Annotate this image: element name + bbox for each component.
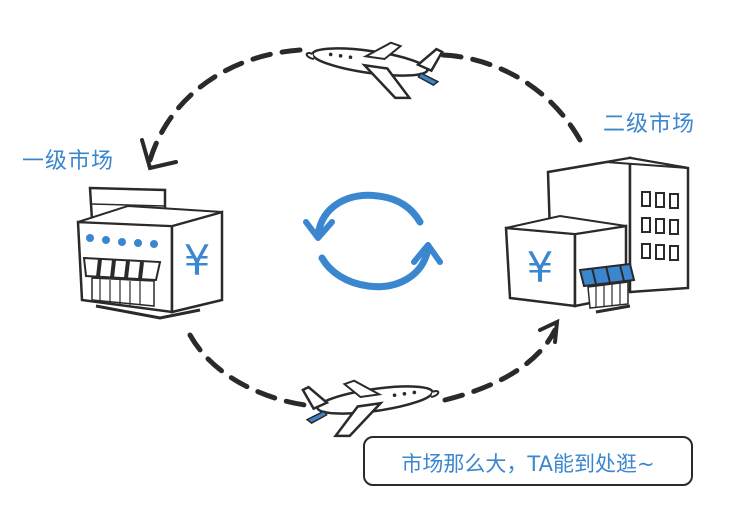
secondary-market-label: 二级市场 xyxy=(603,112,696,137)
primary-market-label: 一级市场 xyxy=(22,149,115,174)
bottom-flow-arc xyxy=(187,327,558,408)
secondary-market-building-icon: ¥ xyxy=(504,156,690,314)
cycle-refresh-icon xyxy=(303,191,443,291)
svg-text:¥: ¥ xyxy=(184,236,211,285)
top-flow-arc xyxy=(147,47,583,163)
bottom-arrowhead xyxy=(538,318,560,344)
top-airplane-icon xyxy=(305,41,444,100)
primary-market-building-icon: ¥ xyxy=(76,186,224,320)
top-arrowhead xyxy=(140,138,178,171)
caption-box: 市场那么大，TA能到处逛~ xyxy=(363,436,693,486)
bottom-airplane-icon xyxy=(301,379,440,438)
caption-text: 市场那么大，TA能到处逛~ xyxy=(401,452,655,476)
svg-text:¥: ¥ xyxy=(527,243,554,292)
